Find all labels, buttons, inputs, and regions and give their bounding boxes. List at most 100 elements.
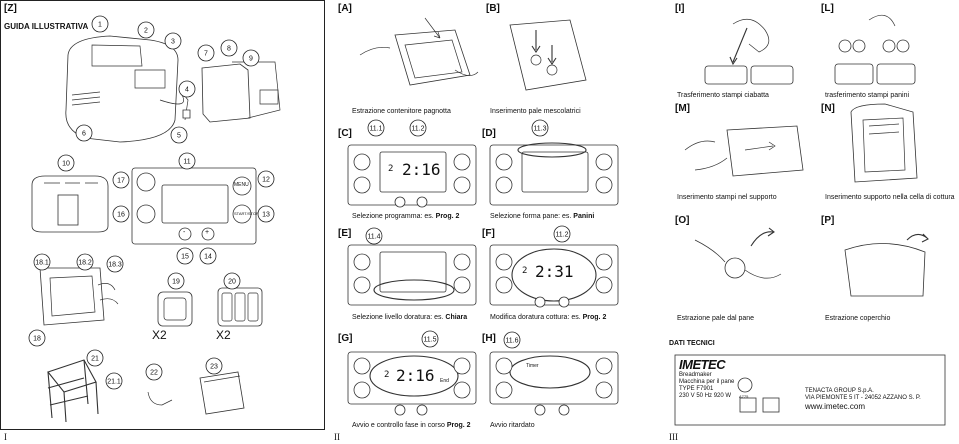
panel-i-caption: Trasferimento stampi ciabatta bbox=[677, 92, 769, 99]
cert-mark: A775 bbox=[739, 394, 749, 399]
company-block: TENACTA GROUP S.p.A. VIA PIEMONTE 5 IT -… bbox=[805, 388, 921, 411]
panel-f-control bbox=[489, 244, 619, 308]
plus-label: + bbox=[205, 229, 210, 236]
page-accessories-specs: [I] [L] bbox=[655, 0, 959, 444]
lcd-time-g: 2:16 bbox=[396, 366, 435, 385]
breadmaker-body-drawing bbox=[65, 35, 191, 143]
callout-c-11-1: 11.1 bbox=[367, 119, 385, 137]
panel-f-tag: [F] bbox=[482, 228, 495, 239]
company-name: TENACTA GROUP S.p.A. bbox=[805, 388, 874, 394]
panel-p-caption: Estrazione coperchio bbox=[825, 315, 891, 322]
panel-h-caption: Avvio ritardato bbox=[490, 422, 535, 429]
panel-o-tag: [O] bbox=[675, 215, 690, 226]
accessories-illustration bbox=[674, 14, 946, 426]
callout-3: 3 bbox=[164, 32, 182, 50]
panel-a-caption: Estrazione contenitore pagnotta bbox=[352, 108, 451, 115]
panel-a-tag: [A] bbox=[338, 3, 352, 14]
lcd-program-f: 2 bbox=[522, 266, 528, 276]
callout-13: 13 bbox=[257, 205, 275, 223]
spec-line: TYPE F7901 bbox=[679, 386, 714, 392]
operations-callouts: 11.1 11.2 11.3 11.4 11.2 11.5 11.6 bbox=[365, 119, 571, 349]
lcd-time-f: 2:31 bbox=[535, 262, 574, 281]
company-website[interactable]: www.imetec.com bbox=[805, 402, 866, 411]
breadmaker-front-drawing bbox=[31, 175, 109, 233]
panel-l-caption: trasferimento stampi panini bbox=[825, 92, 910, 99]
lcd-program-g: 2 bbox=[384, 370, 390, 380]
callout-17: 17 bbox=[112, 171, 130, 189]
svg-text:2: 2 bbox=[144, 28, 148, 35]
svg-text:5: 5 bbox=[177, 133, 181, 140]
svg-text:21: 21 bbox=[91, 356, 99, 363]
callout-21-1: 21.1 bbox=[105, 372, 123, 390]
svg-text:13: 13 bbox=[262, 212, 270, 219]
svg-text:18.2: 18.2 bbox=[78, 260, 92, 267]
paddle-removal-drawing bbox=[694, 227, 782, 279]
page-number: II bbox=[334, 432, 340, 442]
callout-18-1: 18.1 bbox=[33, 253, 51, 271]
spec-line: Macchina per il pane bbox=[679, 379, 735, 385]
svg-text:11.4: 11.4 bbox=[367, 234, 380, 241]
ciabatta-transfer-drawing bbox=[704, 18, 794, 85]
svg-text:14: 14 bbox=[204, 254, 212, 261]
callout-14: 14 bbox=[199, 247, 217, 265]
callout-9: 9 bbox=[242, 49, 260, 67]
panel-h-control bbox=[489, 351, 619, 416]
callout-layer: 1 2 3 4 5 6 7 8 9 10 11 12 13 14 15 16 1… bbox=[28, 15, 275, 390]
callout-6: 6 bbox=[75, 124, 93, 142]
panel-b-tag: [B] bbox=[486, 3, 500, 14]
callout-h-11-6: 11.6 bbox=[503, 331, 521, 349]
panel-m-tag: [M] bbox=[675, 103, 690, 114]
callout-5: 5 bbox=[170, 126, 188, 144]
callout-10: 10 bbox=[57, 154, 75, 172]
panel-f-caption: Modifica doratura cottura: es. Prog. 2 bbox=[490, 314, 607, 321]
support-into-oven-drawing bbox=[850, 103, 918, 183]
panel-e-caption: Selezione livello doratura: es. Chiara bbox=[352, 314, 468, 321]
svg-text:11.1: 11.1 bbox=[369, 126, 382, 133]
lcd-timer-h: Timer bbox=[526, 363, 539, 369]
control-panel-drawing bbox=[131, 167, 257, 245]
svg-text:16: 16 bbox=[117, 212, 125, 219]
callout-18-3: 18.3 bbox=[106, 255, 124, 273]
rating-plate bbox=[674, 354, 946, 426]
svg-text:9: 9 bbox=[249, 56, 253, 63]
panel-n-caption: Inserimento supporto nella cella di cott… bbox=[825, 194, 955, 201]
callout-8: 8 bbox=[220, 39, 238, 57]
svg-text:11.2: 11.2 bbox=[411, 126, 424, 133]
callout-18-2: 18.2 bbox=[76, 253, 94, 271]
spec-block: Breadmaker Macchina per il pane TYPE F79… bbox=[679, 372, 734, 400]
svg-text:8: 8 bbox=[227, 46, 231, 53]
svg-text:18: 18 bbox=[33, 336, 41, 343]
panel-g-caption: Avvio e controllo fase in corso Prog. 2 bbox=[352, 422, 471, 429]
page-frame bbox=[0, 0, 325, 430]
svg-text:4: 4 bbox=[185, 87, 189, 94]
callout-4: 4 bbox=[178, 80, 196, 98]
stand-and-tools-drawing bbox=[47, 359, 245, 423]
callout-d-11-3: 11.3 bbox=[531, 119, 549, 137]
section-tag: [Z] bbox=[4, 3, 17, 14]
start-stop-label: START/STOP bbox=[234, 211, 259, 216]
svg-text:11.6: 11.6 bbox=[505, 338, 518, 345]
callout-18: 18 bbox=[28, 329, 46, 347]
callout-12: 12 bbox=[257, 170, 275, 188]
svg-text:18.1: 18.1 bbox=[35, 260, 49, 267]
panel-o-caption: Estrazione pale dal pane bbox=[677, 315, 755, 322]
lcd-program-c: 2 bbox=[388, 164, 394, 174]
quantity-label-19: X2 bbox=[152, 328, 167, 342]
page-number: III bbox=[669, 432, 678, 442]
spec-line: 230 V 50 Hz 920 W bbox=[679, 393, 732, 399]
lcd-time-c: 2:16 bbox=[402, 160, 441, 179]
svg-text:7: 7 bbox=[204, 51, 208, 58]
callout-c-11-2: 11.2 bbox=[409, 119, 427, 137]
callout-20: 20 bbox=[223, 272, 241, 290]
company-address: VIA PIEMONTE 5 IT - 24052 AZZANO S. P. bbox=[805, 395, 921, 401]
panini-transfer-drawing bbox=[834, 14, 916, 85]
svg-text:11.5: 11.5 bbox=[423, 337, 436, 344]
svg-text:12: 12 bbox=[262, 177, 270, 184]
svg-text:21.1: 21.1 bbox=[107, 379, 121, 386]
page-number: I bbox=[4, 432, 7, 442]
menu-label: MENU bbox=[234, 182, 249, 188]
quantity-label-20: X2 bbox=[216, 328, 231, 342]
panel-d-caption: Selezione forma pane: es. Panini bbox=[490, 213, 595, 220]
panel-m-caption: Inserimento stampi nel supporto bbox=[677, 194, 777, 201]
panel-c-tag: [C] bbox=[338, 128, 352, 139]
